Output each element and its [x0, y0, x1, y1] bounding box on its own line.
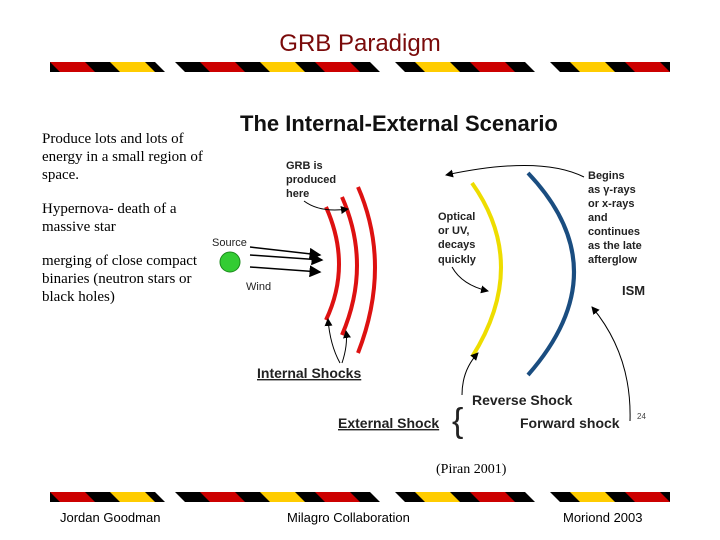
internal-arrow-2: [342, 331, 347, 363]
source-label: Source: [212, 237, 247, 249]
wind-label: Wind: [246, 281, 271, 293]
svg-text:or UV,: or UV,: [438, 225, 469, 237]
reverse-shock-label: Reverse Shock: [472, 392, 573, 408]
internal-shell-2: [342, 197, 357, 335]
decorative-stripe-bottom: [50, 492, 670, 502]
optical-label: Optical or UV, decays quickly: [438, 211, 477, 266]
external-brace: {: [452, 402, 463, 440]
svg-text:Optical: Optical: [438, 211, 475, 223]
internal-shocks-label: Internal Shocks: [257, 365, 361, 381]
bullet-hypernova: Hypernova- death of a massive star: [42, 200, 222, 236]
svg-text:produced: produced: [286, 174, 336, 186]
source-circle: [220, 252, 240, 272]
ism-label: ISM: [622, 283, 645, 298]
wind-arrow-2: [250, 255, 322, 260]
external-shock-label: External Shock: [338, 415, 439, 431]
reverse-shock-arrow: [462, 353, 478, 395]
internal-arrow-1: [328, 319, 340, 363]
citation: (Piran 2001): [436, 462, 506, 478]
begins-label: Begins as γ-rays or x-rays and continues…: [588, 170, 642, 266]
footer-author: Jordan Goodman: [60, 510, 160, 525]
forward-shock-shell: [528, 173, 574, 375]
svg-text:GRB is: GRB is: [286, 160, 323, 172]
internal-shell-3: [358, 187, 375, 353]
wind-arrow-3: [250, 267, 320, 272]
internal-shell-1: [326, 207, 339, 320]
svg-text:here: here: [286, 188, 309, 200]
bullet-list: Produce lots and lots of energy in a sma…: [42, 130, 222, 322]
forward-shock-label: Forward shock: [520, 415, 620, 431]
svg-text:decays: decays: [438, 239, 475, 251]
footer-collaboration: Milagro Collaboration: [287, 510, 410, 525]
forward-shock-arrow: [592, 307, 630, 421]
page-number: 24: [637, 412, 646, 421]
diagram-heading: The Internal-External Scenario: [240, 111, 558, 136]
grb-produced-label: GRB is produced here: [286, 160, 336, 200]
internal-external-diagram: The Internal-External Scenario Source Wi…: [200, 95, 680, 450]
svg-text:afterglow: afterglow: [588, 254, 637, 266]
bullet-merging: merging of close compact binaries (neutr…: [42, 252, 222, 306]
slide-title: GRB Paradigm: [0, 30, 720, 58]
wind-arrow-1: [250, 247, 320, 255]
svg-text:continues: continues: [588, 226, 640, 238]
svg-text:as γ-rays: as γ-rays: [588, 184, 636, 196]
svg-text:or x-rays: or x-rays: [588, 198, 634, 210]
svg-text:as the late: as the late: [588, 240, 642, 252]
decorative-stripe-top: [50, 62, 670, 72]
reverse-shock-shell: [472, 183, 501, 357]
bullet-energy: Produce lots and lots of energy in a sma…: [42, 130, 222, 184]
optical-arrow: [452, 267, 488, 291]
svg-text:Begins: Begins: [588, 170, 625, 182]
svg-text:quickly: quickly: [438, 254, 477, 266]
footer-conference: Moriond 2003: [563, 510, 643, 525]
svg-text:and: and: [588, 212, 608, 224]
begins-arrow: [446, 165, 584, 177]
